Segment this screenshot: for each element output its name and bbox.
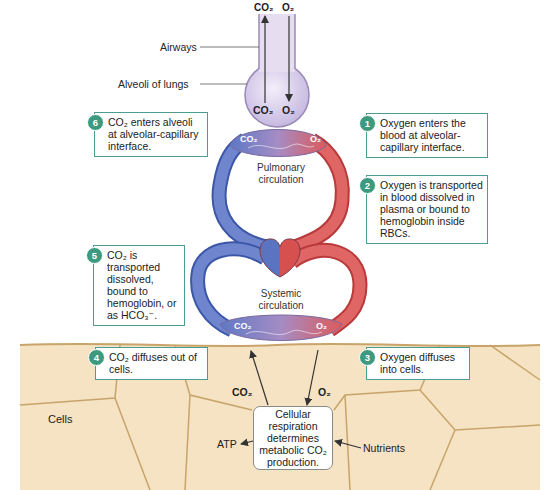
gas-label: O₂: [282, 104, 295, 116]
node-text: Oxygen enters the blood at alveolar-capi…: [380, 117, 483, 153]
alveolus: [245, 63, 309, 127]
gas-flow-arrow: [264, 16, 265, 103]
cell-outline: [490, 345, 540, 380]
gas-label: CO₂: [240, 134, 258, 144]
callout-number: 4: [88, 349, 105, 366]
callout-number: 2: [359, 177, 376, 194]
pulmonary-capillary-bed: [230, 130, 326, 157]
cell-outline: [185, 395, 190, 490]
gas-flow-arrow: [251, 351, 268, 405]
output-arrow: [241, 441, 253, 444]
cell-tissue: [20, 345, 540, 490]
cell-outline: [430, 430, 455, 490]
gas-label: O₂: [310, 134, 321, 144]
heart: [260, 239, 300, 277]
callout-number: 3: [359, 349, 376, 366]
gas-label: O₂: [318, 386, 331, 398]
node-text: CO₂ enters alveoli at alveolar-capillary…: [108, 116, 203, 152]
process-box: Cellular respiration determines metaboli…: [253, 406, 333, 470]
gas-label: O₂: [316, 321, 327, 331]
part-label: Alveoli of lungs: [118, 78, 189, 90]
systemic-capillary-bed: [220, 315, 342, 341]
gas-label: CO₂: [253, 104, 273, 116]
leader-line: [200, 47, 259, 48]
cell-outline: [115, 398, 150, 490]
callout-box: 2Oxygen is transported in blood dissolve…: [366, 175, 488, 244]
node-text: Cellular respiration determines metaboli…: [257, 408, 329, 468]
leader-line: [200, 84, 247, 85]
capillary-mesh: [246, 330, 322, 334]
part-label: ATP: [217, 438, 237, 450]
cell-outlines: [20, 345, 540, 490]
callout-number: 6: [87, 114, 104, 131]
input-arrow: [335, 441, 361, 448]
callout-box: 4CO₂ diffuses out of cells.: [95, 347, 208, 380]
part-label: Cells: [48, 413, 72, 425]
part-label: Airways: [160, 41, 197, 53]
cell-outline: [345, 395, 350, 490]
callout-number: 5: [86, 247, 103, 264]
cell-outline: [420, 390, 540, 430]
capillary-mesh: [248, 144, 314, 149]
callout-box: 6CO₂ enters alveoli at alveolar-capillar…: [94, 112, 208, 157]
callout-box: 1Oxygen enters the blood at alveolar-cap…: [366, 113, 488, 158]
circulation-label: Systemic circulation: [249, 288, 313, 311]
pulmonary-vein: [292, 140, 342, 248]
node-text: Oxygen is transported in blood dissolved…: [380, 179, 483, 239]
gas-flow-arrow: [288, 16, 289, 101]
gas-label: CO₂: [232, 386, 252, 398]
circulation-label: Pulmonary circulation: [249, 162, 313, 185]
gas-label: CO₂: [254, 2, 273, 13]
gas-flow-arrow: [307, 350, 318, 405]
cell-membrane: [20, 344, 540, 346]
pulmonary-vein: [292, 140, 342, 248]
airway-wall: [294, 14, 296, 69]
airway-wall: [258, 14, 260, 69]
gas-label: CO₂: [234, 321, 252, 331]
gas-label: O₂: [282, 2, 294, 13]
callout-box: 3Oxygen diffuses into cells.: [366, 347, 470, 380]
node-text: Oxygen diffuses into cells.: [380, 351, 465, 375]
node-text: CO₂ diffuses out of cells.: [109, 351, 203, 375]
callout-number: 1: [359, 115, 376, 132]
part-label: Nutrients: [363, 442, 405, 454]
callout-box: 5CO₂ is transported dissolved, bound to …: [93, 245, 185, 326]
node-text: CO₂ is transported dissolved, bound to h…: [107, 249, 180, 321]
